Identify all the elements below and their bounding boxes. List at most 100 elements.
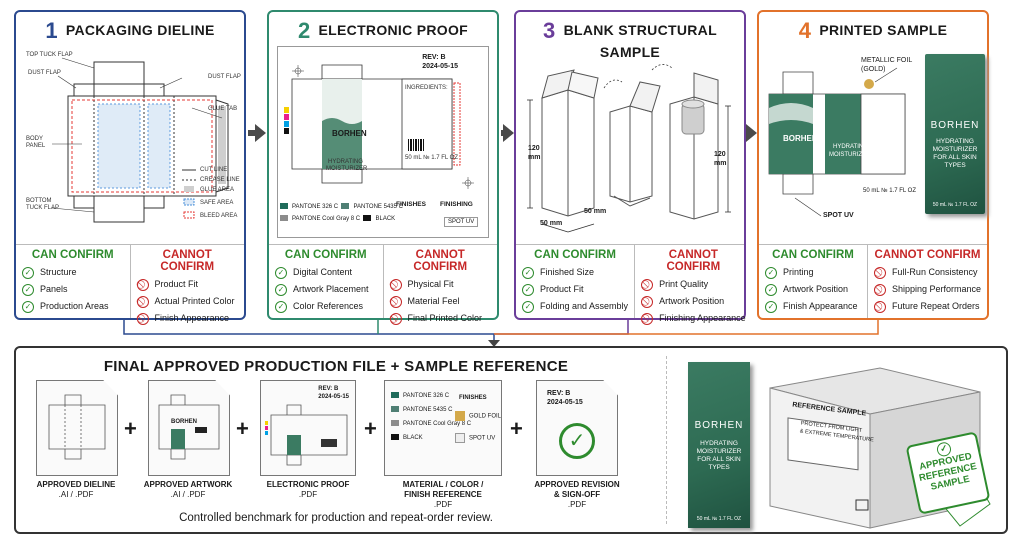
item-text: Print Quality — [659, 279, 709, 289]
label-body-panel-2: PANEL — [26, 143, 46, 149]
list-item: ✓Digital Content — [275, 264, 377, 281]
panel-title-text: PACKAGING DIELINE — [65, 22, 215, 38]
proof-product-line2: MOISTURIZER — [326, 166, 368, 172]
item-text: Artwork Placement — [293, 284, 369, 294]
item-text: Finished Size — [540, 267, 595, 277]
item-text: Physical Fit — [407, 279, 454, 289]
final-footer-text: Controlled benchmark for production and … — [179, 512, 493, 524]
gold-foil-label: GOLD FOIL — [469, 413, 502, 420]
list-item: ✓ Production Areas — [22, 298, 124, 315]
legend-cut-line: CUT LINE — [200, 167, 228, 173]
depth-dim: 50 mm — [584, 208, 607, 215]
check-icon: ✓ — [22, 300, 34, 313]
item-text: Artwork Position — [659, 296, 725, 306]
foil-line1: METALLIC FOIL — [861, 57, 913, 64]
item-text: Printing — [783, 267, 814, 277]
item-text: Product Fit — [540, 284, 584, 294]
approved-check-icon: ✓ — [559, 423, 595, 459]
item-text: Panels — [40, 284, 68, 294]
file-ext: .PDF — [298, 490, 318, 499]
item-text: Finishing Appearance — [659, 313, 746, 323]
plus-icon: + — [124, 416, 137, 441]
arrow-right-icon — [746, 124, 757, 142]
spot-uv-label: SPOT UV — [469, 435, 496, 442]
list-item: ✓ Artwork Placement — [275, 281, 377, 298]
check-icon: ✓ — [275, 283, 287, 296]
item-text: Shipping Performance — [891, 284, 981, 294]
item-text: Production Areas — [40, 301, 109, 311]
check-icon: ✓ — [275, 266, 287, 279]
artwork-brand: BORHEN — [171, 419, 198, 425]
approved-dieline-file — [36, 380, 118, 476]
item-text: Product Fit — [154, 279, 199, 289]
list-item: ✓Folding and Assembly — [522, 298, 628, 315]
item-text: Final Printed Color — [407, 313, 483, 323]
cannot-confirm-heading: CANNOT CONFIRM — [666, 249, 721, 273]
file-ext: .PDF — [433, 500, 453, 509]
check-icon: ✓ — [275, 300, 287, 313]
section-divider — [666, 356, 667, 524]
list-item: ✓Structure — [22, 264, 124, 281]
confirm-section: CAN CONFIRM ✓Finished Size ✓Product Fit … — [516, 244, 746, 325]
can-confirm-column: CAN CONFIRM ✓Printing ✓Artwork Position … — [759, 245, 867, 318]
height-value: 120 — [714, 151, 726, 158]
foil-callout: METALLIC FOIL(GOLD) — [861, 56, 912, 74]
approved-reference-tag: ✓ APPROVED REFERENCE SAMPLE — [905, 431, 991, 515]
list-item: ⃠Finishing Appearance — [641, 310, 746, 327]
can-confirm-heading: CAN CONFIRM — [534, 249, 616, 261]
dieline-drawing — [51, 57, 229, 223]
step-number: 4 — [798, 18, 812, 43]
legend-safe-area: SAFE AREA — [200, 200, 234, 206]
artwork-thumbnail — [158, 394, 220, 460]
swatch-label: PANTONE 326 C — [292, 204, 339, 210]
confirm-section: CAN CONFIRM ✓Printing ✓Artwork Position … — [759, 244, 987, 318]
gold-foil-chip: GOLD FOIL — [455, 411, 501, 421]
material-reference-file: PANTONE 326 C PANTONE 5435 C PANTONE Coo… — [384, 380, 502, 476]
prohibited-icon: ⃠ — [389, 295, 402, 308]
item-text: Future Repeat Orders — [891, 301, 980, 311]
list-item: ⃠Physical Fit — [389, 276, 492, 293]
cannot-confirm-heading: CANNOT CONFIRM — [874, 249, 981, 261]
check-icon: ✓ — [765, 300, 777, 313]
check-icon: ✓ — [522, 300, 534, 313]
legend-crease-line: CREASE LINE — [200, 177, 240, 183]
list-item: ✓Color References — [275, 298, 377, 315]
signoff-date: 2024-05-15 — [547, 399, 583, 406]
prohibited-icon: ⃠ — [136, 278, 149, 291]
carton-volume: 50 mL № 1.7 FL OZ — [932, 202, 978, 208]
proof-date: 2024-05-15 — [318, 394, 349, 400]
file-name: MATERIAL / COLOR / — [402, 480, 484, 489]
proof-ingredients-label: INGREDIENTS: — [405, 85, 448, 91]
dieline-thumbnail — [48, 394, 106, 460]
height-value: 120 — [528, 145, 540, 152]
flat-volume: 50 mL № 1.7 FL OZ — [863, 188, 917, 194]
flow-arrow-shaft — [248, 130, 256, 136]
swatch-label: PANTONE 326 C — [403, 393, 450, 399]
final-section-title: FINAL APPROVED PRODUCTION FILE + SAMPLE … — [103, 358, 569, 375]
cannot-confirm-heading: CANNOT CONFIRM — [160, 249, 215, 273]
proof-sheet: REV: B 2024-05-15 BORHEN HYDRATING MOIST… — [277, 46, 489, 238]
legend-bleed-area: BLEED AREA — [200, 213, 238, 219]
proof-date: 2024-05-15 — [422, 63, 458, 70]
label-top-tuck-flap: TOP TUCK FLAP — [26, 52, 73, 58]
plus-icon: + — [236, 416, 249, 441]
label-body-panel: BODY — [26, 136, 44, 142]
can-confirm-heading: CAN CONFIRM — [31, 249, 114, 261]
panel-title-text: PRINTED SAMPLE — [819, 22, 948, 38]
list-item: ✓Printing — [765, 264, 861, 281]
swatch-label: BLACK — [403, 435, 423, 441]
confirm-section: CAN CONFIRM ✓Digital Content ✓Artwork Pl… — [269, 244, 497, 325]
swatch-label: BLACK — [375, 216, 396, 222]
panel-title-text: BLANK STRUCTURAL SAMPLE — [563, 22, 717, 60]
carton-brand-name: BORHEN — [930, 120, 980, 131]
list-item: ⃠ Product Fit — [136, 276, 239, 293]
check-icon: ✓ — [522, 283, 534, 296]
